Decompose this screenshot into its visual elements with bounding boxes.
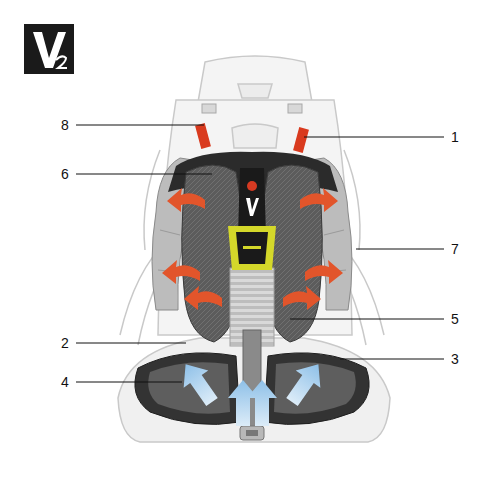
spine-badge bbox=[237, 168, 267, 270]
pack-body bbox=[198, 56, 312, 102]
leader-line bbox=[290, 319, 444, 320]
airflow-in-arrow bbox=[173, 356, 224, 411]
airflow-in-arrow bbox=[280, 356, 331, 411]
hip-belt bbox=[264, 353, 369, 425]
leader-line bbox=[76, 125, 444, 382]
airflow-out-arrow bbox=[167, 188, 205, 212]
leader-line bbox=[76, 343, 186, 344]
hip-belt bbox=[240, 426, 264, 440]
callout-number: 7 bbox=[450, 241, 460, 257]
airflow-in-arrow bbox=[173, 356, 330, 426]
load-lifter bbox=[195, 123, 309, 153]
callout-number: 6 bbox=[60, 166, 70, 182]
airflow-out-arrow bbox=[184, 286, 222, 310]
load-lifter bbox=[293, 127, 309, 153]
pack-body bbox=[118, 56, 390, 442]
spine-badge bbox=[243, 246, 261, 249]
pack-body bbox=[238, 84, 272, 98]
shoulder-strap bbox=[324, 230, 346, 272]
hip-belt bbox=[135, 353, 240, 425]
airflow-in-arrow bbox=[247, 380, 277, 426]
callout-number: 4 bbox=[60, 374, 70, 390]
hip-belt bbox=[246, 430, 258, 436]
spine-badge bbox=[228, 226, 276, 270]
airflow-out-arrow bbox=[283, 286, 321, 310]
brand-logo bbox=[56, 56, 67, 68]
spine-badge bbox=[228, 168, 276, 270]
leader-line bbox=[76, 174, 212, 175]
callout-number: 8 bbox=[60, 117, 70, 133]
callout-number: 5 bbox=[450, 311, 460, 327]
airflow-out-arrow bbox=[162, 260, 200, 284]
spine-badge bbox=[247, 181, 257, 191]
airflow-out-arrow bbox=[162, 188, 343, 310]
spine-badge bbox=[246, 198, 259, 216]
brand-logo bbox=[33, 32, 66, 68]
airflow-out-arrow bbox=[300, 188, 338, 212]
load-lifter bbox=[195, 123, 211, 149]
spine-badge bbox=[236, 232, 268, 264]
brand-logo bbox=[24, 24, 74, 74]
pack-body bbox=[232, 124, 278, 148]
strap-buckle bbox=[288, 104, 302, 113]
leader-line bbox=[356, 249, 444, 250]
leader-line bbox=[304, 137, 444, 138]
airflow-in-arrow bbox=[228, 380, 258, 426]
shoulder-strap bbox=[158, 230, 180, 272]
hip-belt bbox=[135, 330, 369, 440]
callout-number: 1 bbox=[450, 129, 460, 145]
leader-line bbox=[340, 359, 444, 360]
callout-number: 2 bbox=[60, 335, 70, 351]
callout-number: 3 bbox=[450, 351, 460, 367]
brand-logo bbox=[24, 24, 74, 74]
airflow-out-arrow bbox=[305, 260, 343, 284]
strap-buckle bbox=[202, 104, 216, 113]
leader-line bbox=[76, 382, 182, 383]
leader-line bbox=[76, 125, 204, 126]
